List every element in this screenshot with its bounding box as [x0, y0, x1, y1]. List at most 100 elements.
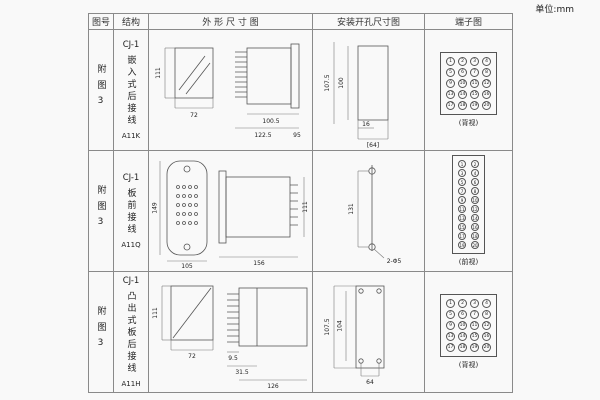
dim-v1-label: 107.5 [324, 74, 331, 91]
fig-no-cell: 附图3 [88, 271, 114, 393]
outline-cell: 111 72 9.5 31.5 126 [148, 271, 313, 393]
terminal-pin: 16 [482, 332, 491, 341]
header-row: 图号 结构 外 形 尺 寸 图 安装开孔尺寸图 端子图 [88, 13, 513, 30]
series-label: CJ-1 [122, 40, 140, 50]
terminal-pin: 2 [471, 160, 479, 168]
outline-cell: 149 105 156 111 [148, 150, 313, 272]
terminal-pin: 11 [470, 79, 479, 88]
terminal-pin: 3 [470, 299, 479, 308]
terminal-pin: 3 [470, 57, 479, 66]
terminal-pin: 18 [471, 232, 479, 240]
terminal-pin: 5 [446, 68, 455, 77]
terminal-pin: 11 [458, 205, 466, 213]
terminal-pin: 15 [470, 332, 479, 341]
terminal-pin: 3 [458, 169, 466, 177]
table-header: 图号 结构 外 形 尺 寸 图 安装开孔尺寸图 端子图 [88, 13, 513, 30]
install-cell: 131 2-Φ5 [312, 150, 425, 272]
outline-drawing-a11k: 111 72 100.5 122.5 95 [155, 43, 300, 139]
terminal-pin: 14 [458, 332, 467, 341]
install-cell: 107.5 104 64 [312, 271, 425, 393]
terminal-pin: 15 [458, 223, 466, 231]
terminal-pin: 11 [470, 321, 479, 330]
terminal-pin: 6 [458, 310, 467, 319]
terminal-pin: 5 [446, 310, 455, 319]
terminal-pin: 8 [482, 310, 491, 319]
relay-side-view [234, 43, 299, 129]
dim-total-depth-label: 122.5 [254, 132, 271, 139]
dim-height-label: 149 [151, 202, 158, 214]
terminal-pin: 9 [446, 79, 455, 88]
terminal-pin: 6 [471, 178, 479, 186]
terminal-pin: 19 [458, 241, 466, 249]
terminal-pin: 19 [470, 101, 479, 110]
dim-height-label: 111 [152, 307, 159, 319]
structure-cell: CJ-1 凸出式板后接线 A11H [113, 271, 149, 393]
header-fig-no: 图号 [88, 13, 114, 30]
fig-no-cell: 附图3 [88, 29, 114, 151]
terminal-pin: 10 [458, 79, 467, 88]
hole-layout-view [357, 165, 384, 259]
outline-drawing-a11q: 149 105 156 111 [151, 160, 309, 269]
terminal-pin: 1 [458, 160, 466, 168]
terminal-pin: 18 [458, 343, 467, 352]
unit-label: 单位:mm [535, 5, 574, 15]
terminal-pin: 19 [470, 343, 479, 352]
install-cell: 107.5 100 16 [64] [312, 29, 425, 151]
dim-v2-label: 104 [336, 320, 343, 332]
dim-b1-label: 16 [362, 121, 370, 128]
terminal-pin: 4 [471, 169, 479, 177]
terminal-pin: 16 [471, 223, 479, 231]
terminal-pin: 20 [482, 343, 491, 352]
header-terminal: 端子图 [424, 13, 513, 30]
structure-label: 板前接线 [125, 188, 136, 236]
terminal-pin: 12 [482, 79, 491, 88]
terminal-pin: 7 [470, 310, 479, 319]
terminal-pin: 13 [458, 214, 466, 222]
structure-label: 嵌入式后接线 [125, 55, 136, 127]
fig-no-label: 附图3 [95, 63, 106, 113]
terminal-pin: 8 [471, 187, 479, 195]
series-label: CJ-1 [122, 173, 140, 183]
fig-no-label: 附图3 [95, 305, 106, 355]
dim-width-label: 105 [181, 263, 193, 269]
dim-height-label: 111 [155, 67, 162, 79]
terminal-pin: 7 [470, 68, 479, 77]
dim-depth-label: 100.5 [262, 118, 279, 125]
terminal-pin: 8 [482, 68, 491, 77]
terminal-pin: 16 [482, 90, 491, 99]
terminal-pin: 17 [446, 343, 455, 352]
terminal-pin: 1 [446, 299, 455, 308]
dim-b2-label: [64] [366, 142, 378, 148]
terminal-pin: 20 [482, 101, 491, 110]
relay-side-view [226, 287, 307, 381]
dim-depth-label: 126 [267, 383, 279, 390]
dim-front-label: 31.5 [235, 369, 249, 376]
terminal-pin: 9 [458, 196, 466, 204]
fig-no-cell: 附图3 [88, 150, 114, 272]
terminal-pin: 12 [471, 205, 479, 213]
install-drawing-a11h: 107.5 104 64 [324, 285, 384, 386]
series-label: CJ-1 [122, 276, 140, 286]
terminal-caption: (背视) [458, 361, 479, 369]
model-code: A11K [121, 132, 141, 140]
cutout-view [333, 285, 384, 377]
terminal-pin: 1 [446, 57, 455, 66]
terminal-pin: 17 [446, 101, 455, 110]
cutout-view [333, 42, 388, 140]
dim-body-height-label: 111 [302, 201, 309, 213]
header-outline: 外 形 尺 寸 图 [148, 13, 313, 30]
structure-block: CJ-1 板前接线 A11Q [114, 173, 148, 249]
terminal-pin: 7 [458, 187, 466, 195]
panel-view [164, 47, 213, 109]
install-drawing-a11k: 107.5 100 16 [64] [324, 42, 388, 148]
terminal-pin: 12 [482, 321, 491, 330]
terminal-pin: 2 [458, 57, 467, 66]
header-structure: 结构 [113, 13, 149, 30]
front-plate-view [159, 160, 207, 262]
terminal-pin: 20 [471, 241, 479, 249]
